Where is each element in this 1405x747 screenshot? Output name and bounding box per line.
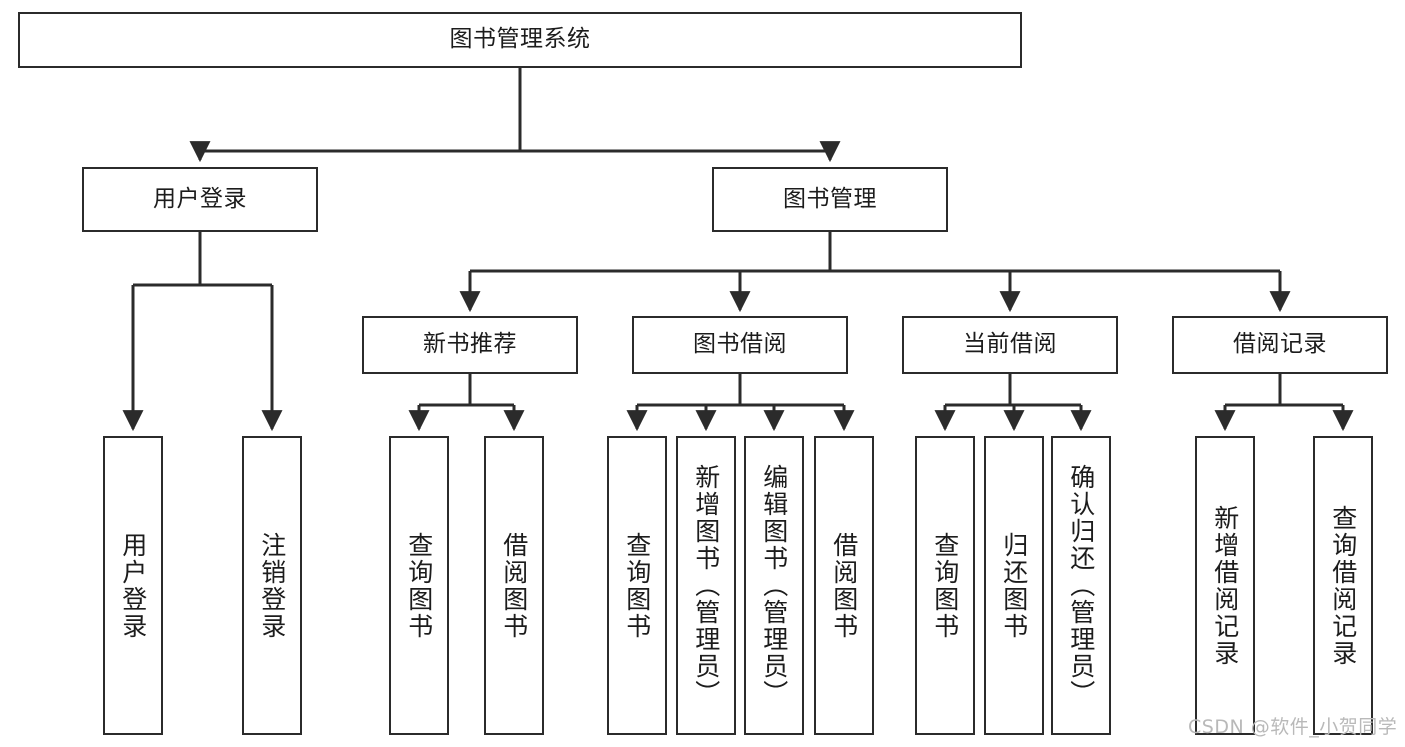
leaf-new-book-query-label: 查询图书: [404, 531, 434, 640]
leaf-new-book-borrow-label: 借阅图书: [499, 531, 529, 640]
node-book-borrow[interactable]: 图书借阅: [632, 316, 848, 374]
leaf-user-login[interactable]: 用户登录: [103, 436, 163, 735]
leaf-edit-book-admin-label: 编辑图书（管理员）: [759, 464, 789, 707]
leaf-confirm-return-admin-label: 确认归还（管理员）: [1066, 464, 1096, 707]
leaf-borrow-query-book-label: 查询图书: [622, 531, 652, 640]
leaf-user-login-label: 用户登录: [118, 531, 148, 640]
leaf-current-query-book[interactable]: 查询图书: [915, 436, 975, 735]
leaf-borrow-book-label: 借阅图书: [829, 531, 859, 640]
node-book-management-label: 图书管理: [783, 185, 877, 212]
node-borrow-record[interactable]: 借阅记录: [1172, 316, 1388, 374]
node-new-book-recommend[interactable]: 新书推荐: [362, 316, 578, 374]
node-book-borrow-label: 图书借阅: [693, 331, 787, 358]
node-book-management[interactable]: 图书管理: [712, 167, 948, 232]
leaf-logout-label: 注销登录: [257, 531, 287, 640]
node-user-login-label: 用户登录: [153, 185, 247, 212]
node-user-login[interactable]: 用户登录: [82, 167, 318, 232]
node-root[interactable]: 图书管理系统: [18, 12, 1022, 68]
leaf-new-book-borrow[interactable]: 借阅图书: [484, 436, 544, 735]
leaf-logout[interactable]: 注销登录: [242, 436, 302, 735]
leaf-add-borrow-record-label: 新增借阅记录: [1210, 504, 1240, 667]
node-root-label: 图书管理系统: [449, 26, 591, 53]
node-new-book-recommend-label: 新书推荐: [423, 331, 517, 358]
leaf-edit-book-admin[interactable]: 编辑图书（管理员）: [744, 436, 804, 735]
leaf-return-book-label: 归还图书: [999, 531, 1029, 640]
node-borrow-record-label: 借阅记录: [1233, 331, 1327, 358]
leaf-query-borrow-record[interactable]: 查询借阅记录: [1313, 436, 1373, 735]
leaf-new-book-query[interactable]: 查询图书: [389, 436, 449, 735]
node-current-borrow[interactable]: 当前借阅: [902, 316, 1118, 374]
leaf-borrow-query-book[interactable]: 查询图书: [607, 436, 667, 735]
leaf-borrow-book[interactable]: 借阅图书: [814, 436, 874, 735]
leaf-current-query-book-label: 查询图书: [930, 531, 960, 640]
leaf-confirm-return-admin[interactable]: 确认归还（管理员）: [1051, 436, 1111, 735]
leaf-add-book-admin-label: 新增图书（管理员）: [691, 464, 721, 707]
leaf-add-book-admin[interactable]: 新增图书（管理员）: [676, 436, 736, 735]
node-current-borrow-label: 当前借阅: [963, 331, 1057, 358]
leaf-add-borrow-record[interactable]: 新增借阅记录: [1195, 436, 1255, 735]
leaf-return-book[interactable]: 归还图书: [984, 436, 1044, 735]
csdn-watermark: CSDN @软件_小贺同学: [1188, 716, 1398, 738]
leaf-query-borrow-record-label: 查询借阅记录: [1328, 504, 1358, 667]
